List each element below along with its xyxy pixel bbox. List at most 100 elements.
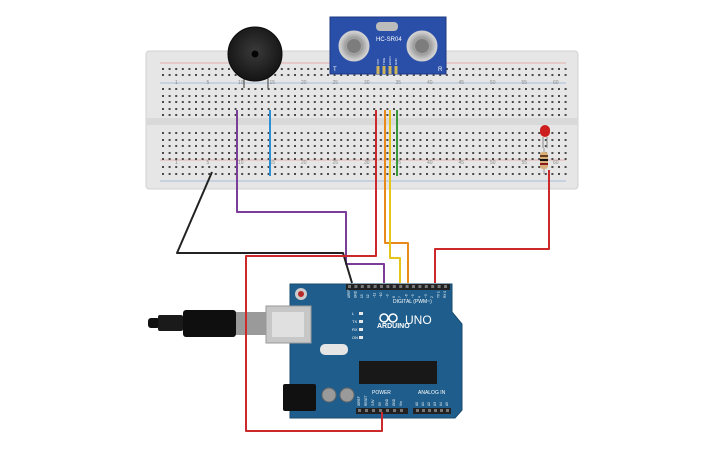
breadboard-col-number: 10 bbox=[238, 80, 244, 86]
sensor-pin bbox=[376, 66, 380, 74]
breadboard[interactable]: 1155101015152020252530303535404045455050… bbox=[145, 50, 579, 190]
digital-pin[interactable] bbox=[354, 285, 358, 288]
analog-pin-label: A0 bbox=[415, 402, 419, 406]
analog-pin[interactable] bbox=[446, 409, 449, 412]
power-header-label: POWER bbox=[372, 390, 391, 396]
breadboard-col-number: 10 bbox=[238, 160, 244, 166]
breadboard-col-number: 60 bbox=[553, 80, 559, 86]
breadboard-col-number: 20 bbox=[301, 80, 307, 86]
digital-pin[interactable] bbox=[412, 285, 415, 288]
digital-pin-label: GND bbox=[353, 290, 357, 298]
digital-pin-label: ~10 bbox=[379, 292, 383, 298]
digital-pin[interactable] bbox=[424, 285, 428, 288]
breadboard-col-number: 25 bbox=[333, 160, 339, 166]
red-led[interactable] bbox=[540, 125, 550, 148]
board-led-label: RX bbox=[352, 327, 358, 332]
power-pin[interactable] bbox=[372, 409, 375, 412]
digital-pin-label: 8 bbox=[392, 296, 396, 298]
digital-pin[interactable] bbox=[399, 285, 403, 288]
digital-pin[interactable] bbox=[373, 285, 377, 288]
sensor-pin-label: GND bbox=[394, 58, 398, 66]
breadboard-col-number: 45 bbox=[459, 80, 465, 86]
wire-orange-trig bbox=[384, 110, 409, 283]
arduino-uno-board[interactable]: ARDUINO UNO DIGITAL (PWM~) POWER ANALOG … bbox=[265, 283, 463, 419]
analog-pin[interactable] bbox=[416, 409, 419, 412]
breadboard-col-number: 30 bbox=[364, 160, 370, 166]
analog-pin[interactable] bbox=[422, 409, 425, 412]
power-pin-label: GND bbox=[385, 398, 389, 406]
power-pin[interactable] bbox=[358, 409, 361, 412]
wire-red-led bbox=[434, 170, 550, 283]
piezo-buzzer[interactable] bbox=[227, 26, 283, 88]
digital-pin[interactable] bbox=[380, 285, 383, 288]
digital-pin[interactable] bbox=[431, 285, 435, 288]
wire-yellow-echo bbox=[389, 110, 401, 283]
digital-pin-label: 2 bbox=[430, 296, 434, 298]
digital-pin-label: ~9 bbox=[385, 294, 389, 298]
power-pin[interactable] bbox=[365, 409, 368, 412]
digital-header-label: DIGITAL (PWM~) bbox=[393, 299, 432, 305]
wire-red-vcc bbox=[245, 110, 383, 432]
analog-pin-label: A2 bbox=[427, 402, 431, 406]
analog-pin-label: A4 bbox=[439, 402, 443, 406]
breadboard-col-number: 55 bbox=[522, 80, 528, 86]
breadboard-col-number: 55 bbox=[522, 160, 528, 166]
breadboard-col-number: 1 bbox=[175, 80, 178, 86]
digital-pin-label: 7 bbox=[398, 296, 402, 298]
digital-pin[interactable] bbox=[418, 285, 422, 288]
power-pin-label: RESET bbox=[364, 395, 368, 406]
wires[interactable] bbox=[176, 110, 550, 432]
digital-pin-label: AREF bbox=[347, 289, 351, 298]
arduino-brand: ARDUINO bbox=[377, 323, 410, 330]
arduino-model: UNO bbox=[405, 313, 432, 327]
digital-pin[interactable] bbox=[367, 285, 371, 288]
arduino-logo-icon bbox=[379, 313, 398, 323]
sensor-pin-label: TRIG bbox=[382, 57, 386, 65]
sensor-pin bbox=[382, 66, 386, 74]
breadboard-col-number: 35 bbox=[396, 160, 402, 166]
board-led bbox=[359, 320, 363, 323]
digital-pin[interactable] bbox=[360, 285, 364, 288]
analog-header-label: ANALOG IN bbox=[418, 390, 446, 396]
resistor[interactable] bbox=[540, 148, 548, 174]
analog-pin[interactable] bbox=[440, 409, 443, 412]
digital-pin[interactable] bbox=[437, 285, 441, 288]
breadboard-col-number: 35 bbox=[396, 80, 402, 86]
analog-pin-label: A1 bbox=[421, 402, 425, 406]
digital-pin-label: ~3 bbox=[424, 294, 428, 298]
analog-pin[interactable] bbox=[428, 409, 431, 412]
analog-pin[interactable] bbox=[434, 409, 437, 412]
power-pin-label: 5V bbox=[378, 401, 382, 406]
power-pin-label: 3.3V bbox=[371, 399, 375, 406]
power-pin[interactable] bbox=[386, 409, 389, 412]
digital-pin[interactable] bbox=[386, 285, 390, 288]
usb-cable[interactable] bbox=[148, 310, 266, 337]
digital-pin[interactable] bbox=[405, 285, 409, 288]
digital-pin[interactable] bbox=[392, 285, 396, 288]
digital-pin-label: 12 bbox=[366, 294, 370, 298]
analog-pin-label: A5 bbox=[445, 402, 449, 406]
sensor-pin-label: VCC bbox=[376, 58, 380, 65]
breadboard-col-number: 5 bbox=[207, 80, 210, 86]
digital-pin[interactable] bbox=[444, 285, 447, 288]
board-led-label: TX bbox=[352, 319, 357, 324]
breadboard-col-number: 15 bbox=[270, 80, 276, 86]
board-led bbox=[359, 336, 363, 339]
sensor-corner-left: T bbox=[333, 67, 337, 73]
breadboard-col-number: 30 bbox=[364, 80, 370, 86]
digital-pin[interactable] bbox=[348, 285, 351, 288]
wire-black bbox=[176, 171, 353, 284]
board-led-label: L bbox=[352, 311, 355, 316]
power-pin-label: IOREF bbox=[357, 396, 361, 406]
breadboard-col-number: 5 bbox=[207, 160, 210, 166]
digital-pin-label: 13 bbox=[360, 294, 364, 298]
power-pin[interactable] bbox=[400, 409, 403, 412]
digital-pin-label: RX 0 bbox=[443, 291, 447, 298]
power-pin[interactable] bbox=[379, 409, 382, 412]
breadboard-col-number: 40 bbox=[427, 80, 433, 86]
power-pin[interactable] bbox=[393, 409, 396, 412]
breadboard-column-numbers: 1155101015152020252530303535404045455050… bbox=[175, 80, 559, 166]
